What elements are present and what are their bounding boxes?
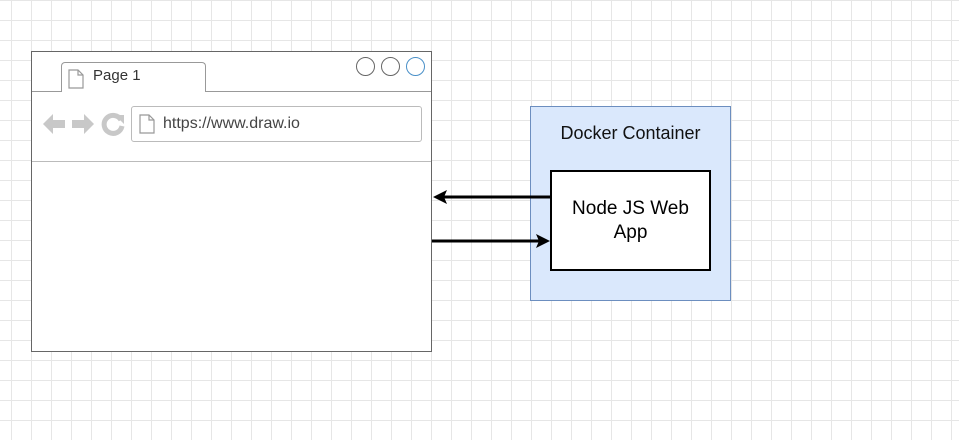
tab-baseline-right (206, 91, 431, 92)
node-js-web-app-label: Node JS Web App (572, 197, 689, 243)
window-button-1[interactable] (356, 57, 375, 76)
toolbar-divider (32, 161, 431, 162)
tab-baseline-left (32, 91, 62, 92)
url-text: https://www.draw.io (163, 115, 300, 132)
window-button-2[interactable] (381, 57, 400, 76)
docker-container-label: Docker Container (560, 123, 701, 143)
tab-label: Page 1 (93, 67, 141, 84)
window-button-3[interactable] (406, 57, 425, 76)
forward-arrow-icon[interactable] (71, 112, 95, 136)
reload-icon[interactable] (101, 112, 125, 136)
url-bar[interactable]: https://www.draw.io (131, 106, 422, 142)
arrow-browser-to-node (432, 234, 550, 248)
browser-tab[interactable]: Page 1 (61, 62, 206, 92)
document-icon (68, 69, 84, 89)
node-js-web-app-box: Node JS Web App (550, 170, 711, 271)
page-icon (139, 114, 155, 134)
arrow-node-to-browser (433, 190, 550, 204)
back-arrow-icon[interactable] (42, 112, 66, 136)
browser-mockup: Page 1 https://www.draw.io (31, 51, 432, 352)
